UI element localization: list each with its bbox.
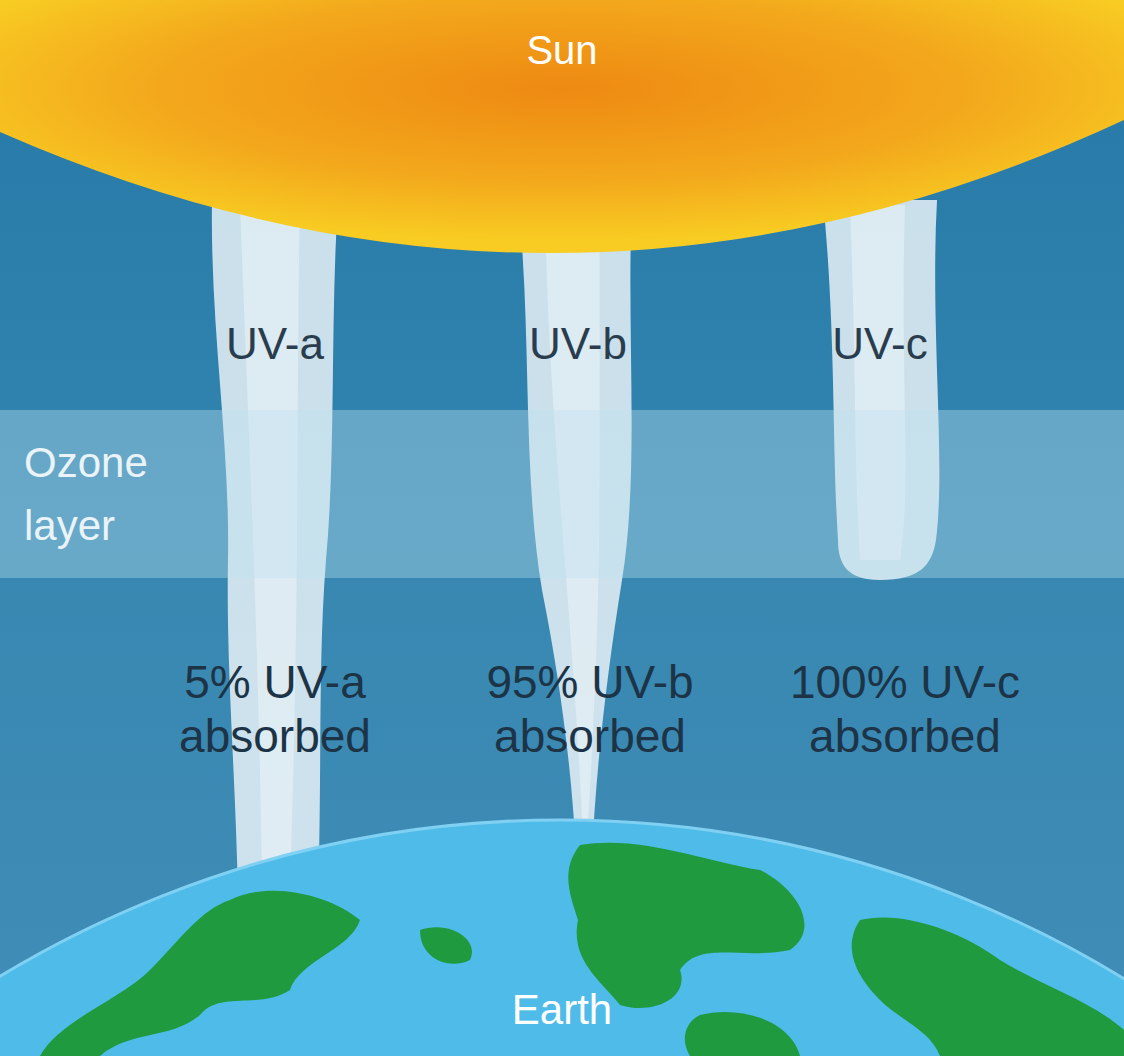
ozone-fill [0,410,1124,578]
sun-shape: Sun [0,0,1124,260]
sun-label: Sun [0,20,1124,80]
earth-rim [0,820,1124,1056]
uv-type-label: UV-c [780,318,980,370]
continent [568,843,804,1008]
uv-type-label: UV-a [175,318,375,370]
ozone-band-outline [0,410,1124,578]
absorption-note: 95% UV-b absorbed [445,655,735,764]
continent [852,917,1124,1056]
ozone-band: Ozone layer [0,410,1124,578]
continent [40,891,360,1056]
absorption-note: 5% UV-a absorbed [140,655,410,764]
earth-label: Earth [0,978,1124,1041]
uv-type-label: UV-b [478,318,678,370]
absorption-note: 100% UV-c absorbed [755,655,1055,764]
continent [685,1012,800,1056]
earth-globe: Earth [0,800,1124,1056]
ozone-label: Ozone layer [24,431,184,557]
earth-ocean [0,820,1124,1056]
island [420,927,472,963]
sun-disc [0,0,1124,253]
